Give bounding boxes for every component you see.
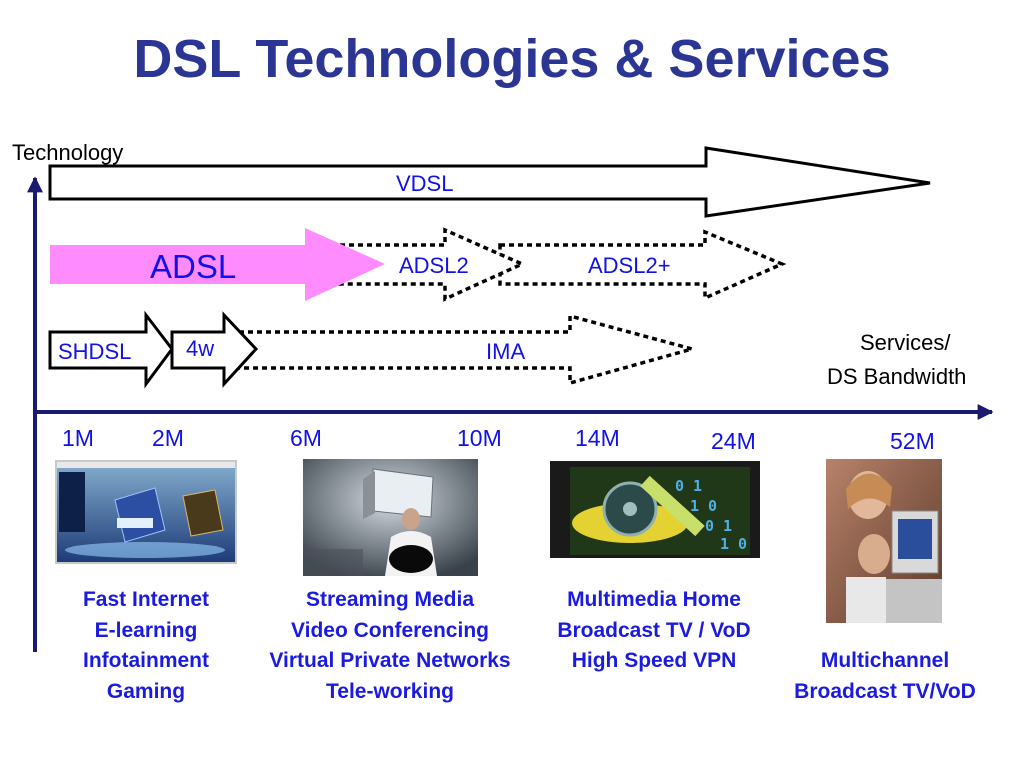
- multimedia-image: 0 1 1 0 0 1 1 0: [550, 461, 760, 558]
- ima-arrow: [228, 313, 699, 386]
- service-group-1: Fast Internet E-learning Infotainment Ga…: [56, 585, 236, 707]
- service-item: Tele-working: [326, 679, 454, 703]
- shdsl-arrow: [48, 310, 174, 389]
- page-title: DSL Technologies & Services: [133, 29, 891, 89]
- video-conference-image: [303, 459, 478, 576]
- ima-label: IMA: [486, 339, 526, 364]
- service-item: Multimedia Home: [567, 588, 741, 611]
- tick-6m: 6M: [290, 425, 322, 451]
- broadcast-tv-image: [826, 459, 942, 623]
- four-wire-arrow: [170, 311, 259, 388]
- service-group-2: Streaming Media Video Conferencing Virtu…: [240, 585, 540, 707]
- tick-52m: 52M: [890, 428, 935, 454]
- vdsl-arrow: [48, 146, 931, 218]
- adsl-arrow: [50, 228, 385, 301]
- svg-text:0 1: 0 1: [705, 517, 732, 535]
- y-axis-label: Technology: [12, 140, 124, 165]
- adsl-label: ADSL: [150, 248, 237, 285]
- internet-shopping-image: [55, 460, 237, 564]
- service-item: Gaming: [106, 679, 186, 703]
- svg-text:1 0: 1 0: [690, 497, 717, 515]
- tick-14m: 14M: [575, 425, 620, 451]
- service-group-3: Multimedia Home Broadcast TV / VoD High …: [534, 585, 774, 677]
- x-axis-label-line2: DS Bandwidth: [827, 364, 967, 389]
- svg-text:0 1: 0 1: [675, 477, 702, 495]
- vdsl-label: VDSL: [396, 171, 454, 196]
- service-item: E-learning: [94, 618, 198, 642]
- service-item: Virtual Private Networks: [269, 649, 511, 672]
- tick-1m: 1M: [62, 425, 94, 451]
- x-axis-label-line1: Services/: [860, 330, 951, 355]
- service-group-4: Multichannel Broadcast TV/VoD: [770, 646, 1000, 707]
- service-item: Infotainment: [83, 649, 209, 672]
- service-item: Broadcast TV / VoD: [557, 618, 751, 642]
- adsl2-label: ADSL2: [399, 253, 469, 278]
- tick-10m: 10M: [457, 425, 502, 451]
- service-item: Multichannel: [820, 649, 950, 672]
- adsl2plus-arrow: [498, 229, 787, 301]
- adsl2-arrow: [338, 227, 527, 302]
- service-item: Fast Internet: [82, 588, 210, 611]
- service-item: Streaming Media: [305, 588, 475, 611]
- shdsl-label: SHDSL: [58, 339, 132, 364]
- tick-24m: 24M: [711, 428, 756, 454]
- service-item: High Speed VPN: [571, 649, 737, 672]
- service-item: Broadcast TV/VoD: [794, 679, 976, 703]
- adsl2plus-label: ADSL2+: [588, 253, 671, 278]
- service-item: Video Conferencing: [291, 618, 489, 642]
- svg-text:1 0: 1 0: [720, 535, 747, 553]
- tick-2m: 2M: [152, 425, 184, 451]
- four-wire-label: 4w: [186, 336, 215, 361]
